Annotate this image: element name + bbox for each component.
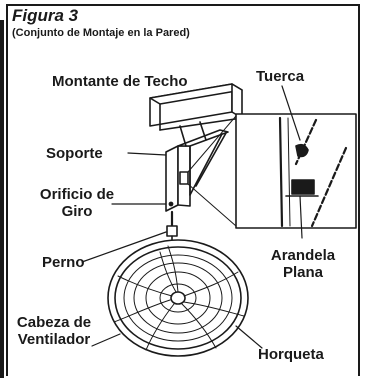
- label-cabeza-de-ventilador: Cabeza de Ventilador: [16, 314, 92, 348]
- figure-subtitle: (Conjunto de Montaje en la Pared): [12, 27, 190, 39]
- bolt-drawing: [166, 210, 178, 244]
- label-perno: Perno: [42, 254, 85, 271]
- bracket-drawing: [165, 121, 229, 212]
- label-tuerca: Tuerca: [256, 68, 305, 85]
- label-soporte: Soporte: [46, 145, 103, 162]
- left-edge-bar: [0, 20, 4, 378]
- label-montante-de-techo: Montante de Techo: [52, 73, 188, 90]
- label-orificio-de-giro: Orificio de Giro: [39, 186, 115, 220]
- ceiling-joist-drawing: [149, 83, 243, 131]
- figure-frame: [6, 4, 360, 376]
- figure-title: Figura 3: [12, 6, 79, 25]
- label-arandela-plana: Arandela Plana: [270, 247, 336, 281]
- fan-head-drawing: [107, 239, 249, 357]
- leader-lines: [81, 85, 303, 349]
- label-horqueta: Horqueta: [258, 346, 324, 363]
- detail-callout-drawing: [187, 113, 357, 229]
